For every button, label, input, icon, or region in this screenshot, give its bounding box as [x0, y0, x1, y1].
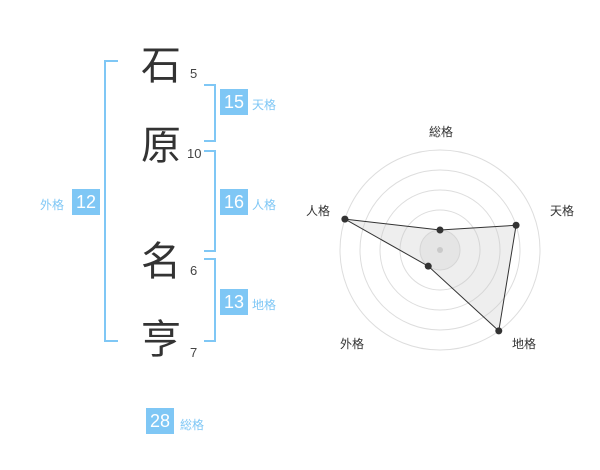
- chikaku-badge: 13: [220, 289, 248, 315]
- stroke-count-2: 10: [187, 146, 202, 161]
- radar-point-1: [436, 226, 444, 234]
- radar-axis-label-jinkaku: 人格: [306, 204, 331, 218]
- stroke-count-1: 5: [190, 66, 198, 81]
- stroke-count-4: 7: [190, 345, 198, 360]
- radar-point-5: [341, 215, 349, 223]
- tenkaku-label: 天格: [252, 98, 277, 112]
- jinkaku-label: 人格: [252, 198, 277, 212]
- radar-point-2: [512, 221, 520, 229]
- name-char-1: 石: [141, 43, 181, 89]
- radar-grid: [339, 149, 541, 351]
- radar-axis-label-tenkaku: 天格: [550, 204, 575, 218]
- gaikaku-label: 外格: [40, 198, 65, 212]
- radar-axis-label-chikaku: 地格: [512, 337, 537, 351]
- name-char-4: 亨: [141, 317, 181, 363]
- tenkaku-badge: 15: [220, 89, 248, 115]
- stroke-count-3: 6: [190, 263, 198, 278]
- radar-axis-label-soukaku: 総格: [429, 125, 454, 139]
- soukaku-badge: 28: [146, 408, 174, 434]
- soukaku-label: 総格: [180, 418, 205, 432]
- gaikaku-badge: 12: [72, 189, 100, 215]
- radar-grid-ring: [359, 169, 521, 331]
- tenkaku-bracket: [204, 84, 216, 142]
- name-char-2: 原: [141, 123, 181, 169]
- jinkaku-badge: 16: [220, 189, 248, 215]
- jinkaku-bracket: [204, 150, 216, 252]
- radar-point-3: [495, 327, 503, 335]
- radar-grid-ring: [379, 189, 501, 311]
- name-char-3: 名: [141, 239, 181, 285]
- radar-point-4: [424, 262, 432, 270]
- radar-series-polygon: [344, 218, 517, 332]
- radar-axis-label-gaikaku: 外格: [340, 337, 365, 351]
- chikaku-bracket: [204, 258, 216, 342]
- chikaku-label: 地格: [252, 298, 277, 312]
- radar-center-dot: [437, 247, 443, 253]
- radar-data: [341, 215, 520, 335]
- gaikaku-bracket: [104, 60, 118, 342]
- radar-grid-ring: [339, 149, 541, 351]
